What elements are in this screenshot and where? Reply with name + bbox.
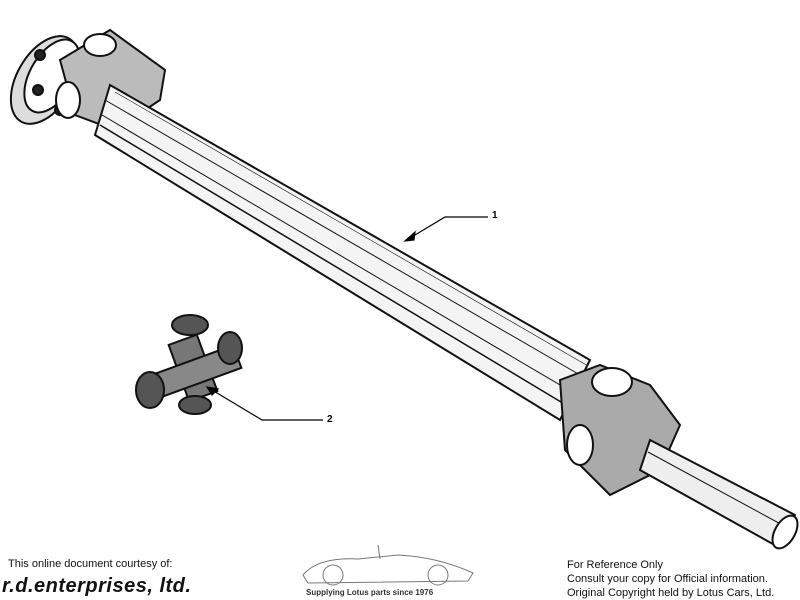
note-copyright: Original Copyright held by Lotus Cars, L… (567, 587, 775, 599)
propeller-shaft (9, 28, 799, 550)
race-car-logo-icon (302, 545, 474, 586)
courtesy-text: This online document courtesy of: (8, 558, 173, 570)
leader-lines (205, 216, 488, 421)
callout-2: 2 (327, 414, 333, 425)
note-reference-only: For Reference Only (567, 559, 663, 571)
note-consult: Consult your copy for Official informati… (567, 573, 768, 585)
callout-1: 1 (492, 210, 498, 221)
universal-joint (135, 314, 243, 415)
company-name: r.d.enterprises, ltd. (2, 575, 192, 597)
tagline: Supplying Lotus parts since 1976 (306, 588, 434, 597)
reference-notes: For Reference Only Consult your copy for… (567, 558, 774, 600)
